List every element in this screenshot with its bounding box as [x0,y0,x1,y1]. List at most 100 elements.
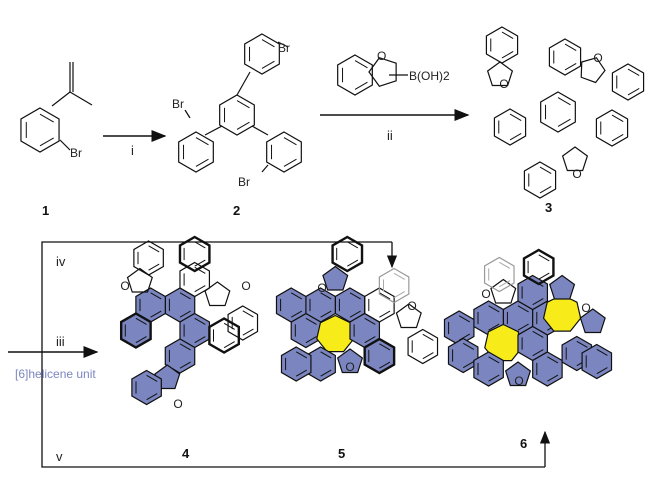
double-bond [39,113,54,123]
step-i-label: i [131,143,134,158]
bromine-label: Br [238,175,250,189]
double-bond [462,361,475,369]
furan-ring [368,57,397,87]
double-bond [488,323,500,331]
double-bond [564,63,577,71]
double-bond [194,336,206,344]
double-bond [242,310,254,318]
double-bond [393,291,405,299]
bromine-label: Br [172,97,184,111]
double-bond [354,81,368,90]
double-bond [283,158,297,167]
double-bond [393,272,405,280]
double-bond [547,374,559,382]
double-bond [611,114,624,122]
double-bond [146,393,158,401]
double-bond [576,340,588,348]
double-bond [305,317,317,325]
benzene-ring [611,63,645,101]
benzene-ring [364,287,395,323]
bromine-label: Br [70,146,82,160]
benzene-ring [219,94,255,136]
double-bond [320,369,332,377]
double-bond [305,336,317,344]
benzene-ring [208,317,241,354]
double-bond [517,305,529,313]
benzene-ring [483,256,515,293]
double-bond [596,348,608,356]
benzene-ring [378,267,410,304]
double-bond [195,158,209,167]
benzene-ring [493,108,527,146]
double-bond [150,310,162,318]
benzene-ring [407,328,439,365]
double-bond [146,374,158,382]
oxygen-label: O [317,281,326,295]
double-bond [517,323,529,331]
furan-ring [549,274,576,300]
double-bond [261,39,275,48]
double-bond [538,272,550,280]
double-bond [179,292,191,300]
benzene-ring [178,131,214,173]
furan-ring [322,265,349,291]
double-bond [354,60,368,69]
double-bond [320,292,332,300]
benzene-ring [548,38,582,76]
double-bond [349,310,361,318]
double-bond [532,349,544,357]
benzene-ring [179,261,211,298]
oxygen-label: O [173,397,182,411]
double-bond [283,137,297,146]
compound-4-label: 4 [182,446,190,461]
double-bond [488,305,500,313]
benzene-ring [331,235,364,273]
benzene-ring [178,235,211,273]
double-bond [488,356,500,364]
oxygen-label: O [120,279,129,293]
oxygen-label: O [593,51,602,65]
double-bond [295,369,308,377]
double-bond [39,137,54,147]
bromine-label: Br [278,41,290,55]
double-bond [557,97,571,106]
compound-2-bonds [184,41,289,173]
furan-ring [580,57,606,84]
compound-6-label: 6 [520,436,527,451]
benzene-ring [227,305,259,341]
double-bond [364,336,376,344]
double-bond [422,333,434,341]
double-bond [194,285,206,293]
double-bond [422,352,434,360]
double-bond [148,263,160,271]
oxygen-label: O [345,360,354,374]
double-bond [539,166,552,174]
compound-3-label: 3 [545,200,552,215]
double-bond [347,259,359,267]
double-bond [261,60,275,69]
double-bond [499,280,511,288]
compound-2-label: 2 [233,203,240,218]
oxygen-label: O [514,374,523,388]
oxygen-label: O [581,301,590,315]
double-bond [148,245,160,253]
double-bond [364,317,376,325]
step-iv-label: iv [56,254,66,269]
furan-ring [204,281,231,307]
double-bond [488,374,500,382]
furan-ring [490,278,517,304]
double-bond [194,266,206,274]
double-bond [596,367,608,375]
double-bond [458,315,471,323]
double-bond [135,317,147,325]
benzene-ring [522,248,555,286]
double-bond [290,310,303,318]
double-bond [179,310,191,318]
double-bond [557,118,571,127]
furan-ring [486,61,514,87]
oxygen-label: O [241,279,250,293]
double-bond [509,113,522,121]
furan-ring [126,267,153,293]
oxygen-label: O [499,77,508,91]
